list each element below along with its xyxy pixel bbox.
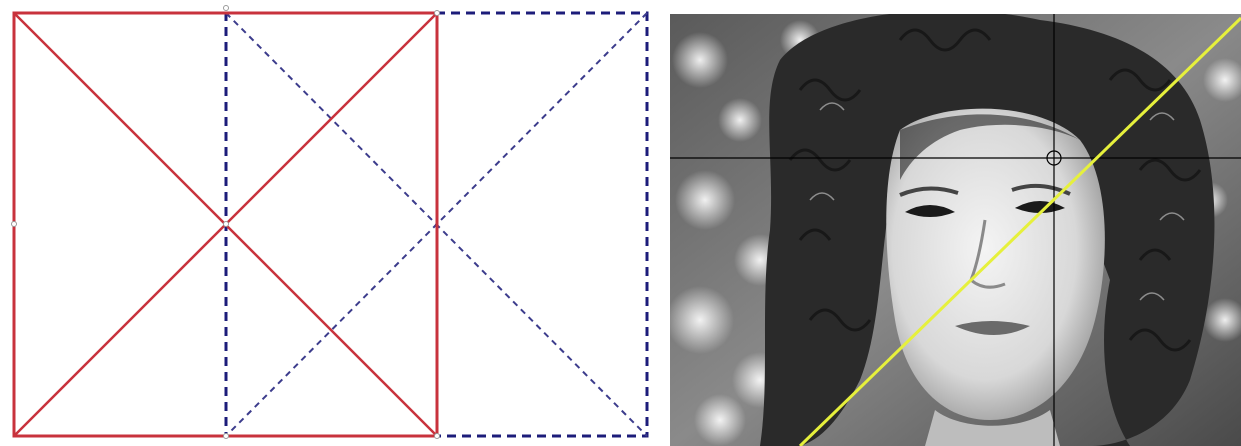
portrait-photo — [666, 10, 1241, 446]
geometry-diagram — [12, 6, 648, 439]
